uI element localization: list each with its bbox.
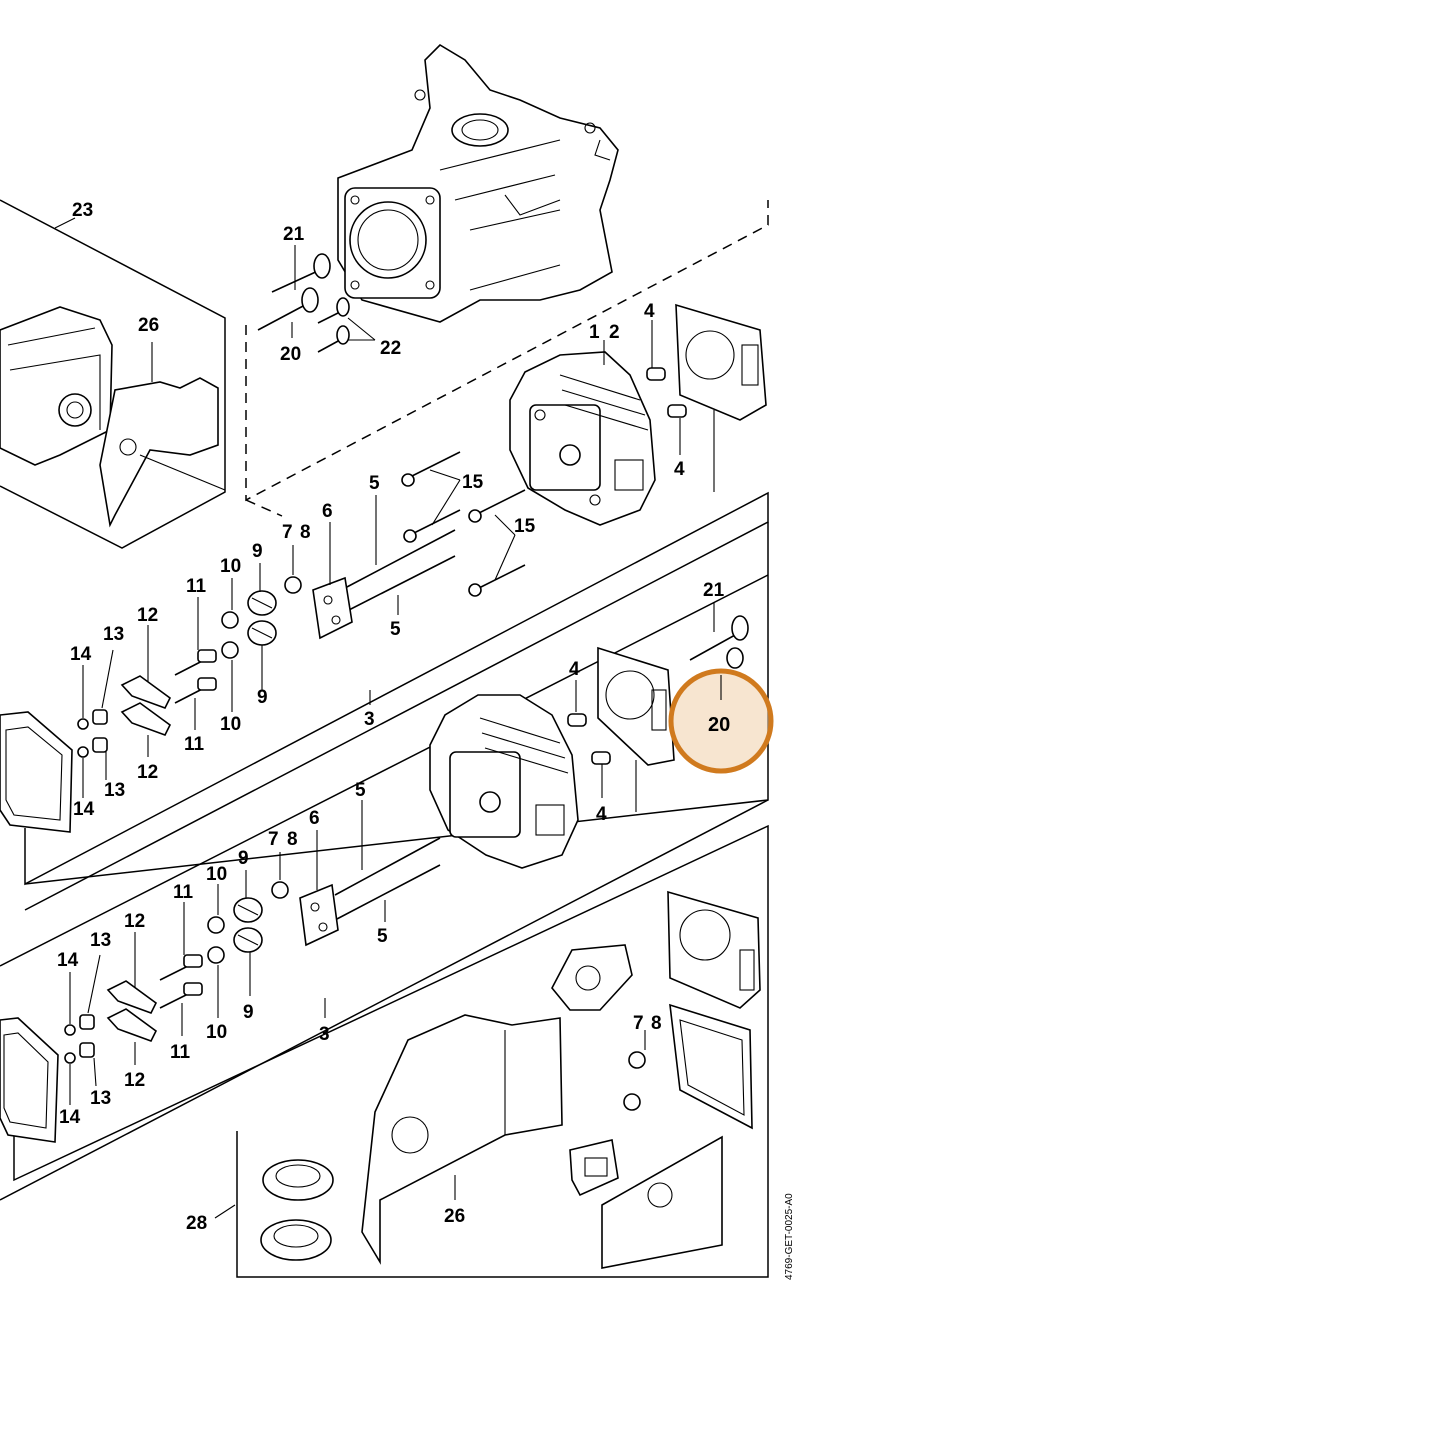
rocker-parts-lower bbox=[0, 830, 339, 1143]
cylinder-head-middle bbox=[324, 602, 749, 1018]
callout-28: 28 bbox=[186, 1213, 207, 1234]
callout-8: 8 bbox=[300, 522, 311, 543]
callout-4: 4 bbox=[596, 804, 607, 825]
callout-15: 15 bbox=[462, 472, 484, 493]
callout-10: 10 bbox=[220, 714, 241, 735]
callout-13: 13 bbox=[104, 780, 125, 801]
callout-26: 26 bbox=[444, 1206, 465, 1227]
callout-14: 14 bbox=[57, 950, 79, 971]
callout-4: 4 bbox=[644, 301, 655, 322]
callout-6: 6 bbox=[322, 501, 333, 522]
highlight-label: 20 bbox=[708, 714, 730, 736]
callout-9: 9 bbox=[257, 687, 268, 708]
frame-cylinder-head-assembly-lower bbox=[0, 574, 769, 1278]
callout-10: 10 bbox=[220, 556, 241, 577]
callout-11: 11 bbox=[170, 1042, 191, 1063]
frame-muffler-group bbox=[0, 199, 226, 549]
muffler-illustration bbox=[0, 217, 226, 528]
gasket-kit-illustration bbox=[214, 890, 761, 1269]
cylinder-head-upper bbox=[509, 303, 767, 526]
callout-8: 8 bbox=[651, 1013, 662, 1034]
callout-13: 13 bbox=[90, 930, 111, 951]
callout-9: 9 bbox=[238, 848, 249, 869]
callout-4: 4 bbox=[569, 659, 580, 680]
bolts-and-pushrods-upper bbox=[344, 451, 526, 705]
callout-5: 5 bbox=[390, 619, 401, 640]
callout-labels: 23 26 21 20 22 1 2 4 4 5 15 15 6 7 8 9 1… bbox=[57, 200, 725, 1234]
callout-10: 10 bbox=[206, 864, 227, 885]
callout-7: 7 bbox=[268, 829, 279, 850]
callout-26: 26 bbox=[138, 315, 159, 336]
callout-9: 9 bbox=[252, 541, 263, 562]
callout-1: 1 bbox=[589, 322, 600, 343]
highlight-circle bbox=[668, 668, 774, 774]
callout-3: 3 bbox=[319, 1024, 330, 1045]
callout-12: 12 bbox=[137, 762, 158, 783]
callout-20: 20 bbox=[280, 344, 301, 365]
callout-6: 6 bbox=[309, 808, 320, 829]
valves-top bbox=[257, 245, 376, 353]
callout-14: 14 bbox=[73, 799, 95, 820]
callout-13: 13 bbox=[103, 624, 124, 645]
callout-22: 22 bbox=[380, 338, 401, 359]
callout-14: 14 bbox=[70, 644, 92, 665]
callout-12: 12 bbox=[124, 1070, 145, 1091]
callout-5: 5 bbox=[355, 780, 366, 801]
callout-8: 8 bbox=[287, 829, 298, 850]
callout-5: 5 bbox=[377, 926, 388, 947]
drawing-code: 4769-GET-0025-A0 bbox=[784, 1193, 795, 1280]
callout-7: 7 bbox=[633, 1013, 644, 1034]
callout-9: 9 bbox=[243, 1002, 254, 1023]
callout-23: 23 bbox=[72, 200, 93, 221]
callout-13: 13 bbox=[90, 1088, 111, 1109]
callout-11: 11 bbox=[186, 576, 207, 597]
rocker-parts-upper bbox=[0, 522, 353, 833]
callout-4: 4 bbox=[674, 459, 685, 480]
callout-21: 21 bbox=[703, 580, 725, 601]
callout-12: 12 bbox=[137, 605, 158, 626]
callout-12: 12 bbox=[124, 911, 145, 932]
callout-7: 7 bbox=[282, 522, 293, 543]
crankcase-illustration bbox=[337, 43, 619, 323]
callout-11: 11 bbox=[184, 734, 205, 755]
callout-15: 15 bbox=[514, 516, 536, 537]
callout-2: 2 bbox=[609, 322, 620, 343]
callout-11: 11 bbox=[173, 882, 194, 903]
callout-14: 14 bbox=[59, 1107, 81, 1128]
callout-5: 5 bbox=[369, 473, 380, 494]
callout-21: 21 bbox=[283, 224, 305, 245]
highlighted-part-marker[interactable]: 20 bbox=[668, 668, 774, 774]
callout-10: 10 bbox=[206, 1022, 227, 1043]
callout-3: 3 bbox=[364, 709, 375, 730]
frame-dashed-valve-group bbox=[245, 200, 769, 517]
